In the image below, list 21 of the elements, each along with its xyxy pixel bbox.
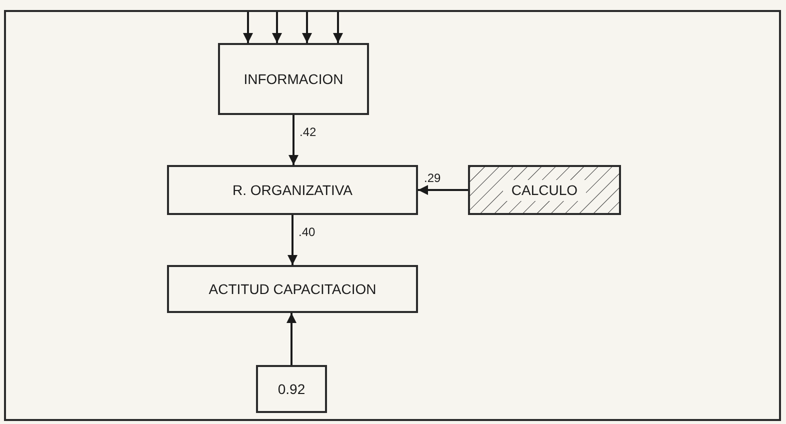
arrow	[288, 215, 298, 265]
process-box	[167, 165, 418, 215]
edge-label: .29	[424, 172, 441, 184]
process-box	[218, 43, 369, 115]
arrow	[243, 12, 253, 43]
node-label: 0.92	[276, 380, 306, 398]
arrow	[333, 12, 343, 43]
arrow	[288, 115, 298, 165]
process-box	[167, 265, 418, 313]
hatched-box	[468, 165, 621, 215]
arrow	[286, 313, 296, 365]
edge-label: .42	[300, 126, 316, 138]
edge-label: .40	[298, 226, 316, 238]
node-label: ACTITUD CAPACITACION	[208, 280, 378, 298]
node-label: R. ORGANIZATIVA	[231, 180, 354, 200]
arrow	[302, 12, 312, 43]
arrow	[418, 185, 468, 195]
node-label: CALCULO	[503, 180, 586, 200]
process-box	[256, 365, 327, 413]
node-label: INFORMACION	[242, 70, 344, 88]
arrow	[272, 12, 282, 43]
